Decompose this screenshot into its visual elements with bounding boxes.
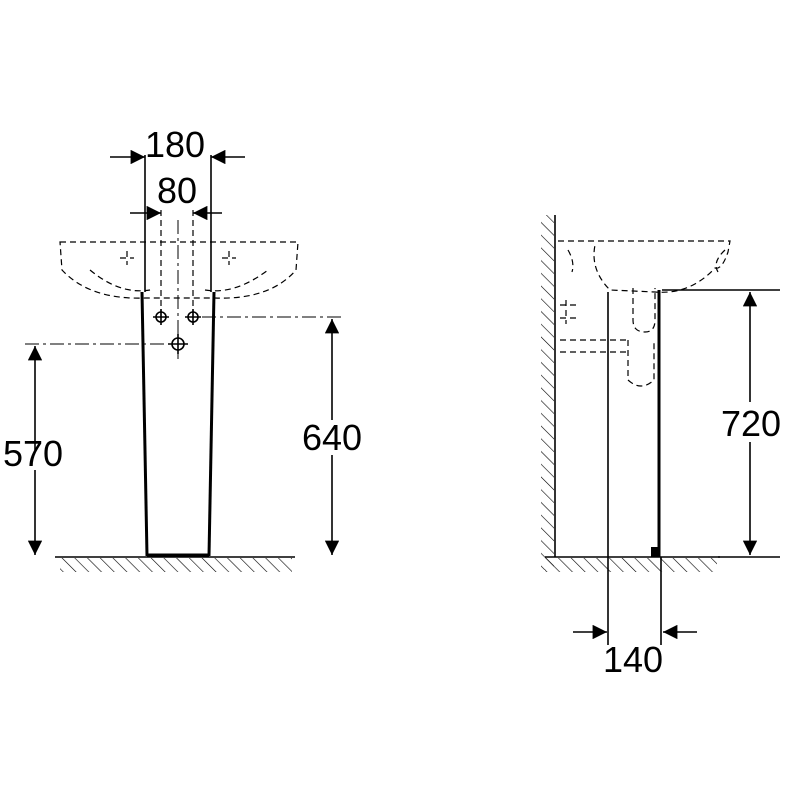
side-pedestal xyxy=(607,290,661,557)
side-view: 720 140 xyxy=(541,215,781,680)
dim-label-640: 640 xyxy=(302,417,362,458)
side-wall xyxy=(541,215,556,570)
dim-label-80: 80 xyxy=(157,170,197,211)
front-extension-lines xyxy=(144,155,212,360)
front-pedestal xyxy=(140,291,216,557)
dim-80: 80 xyxy=(130,170,222,221)
dim-570: 570 xyxy=(3,343,170,555)
dim-140: 140 xyxy=(573,557,697,680)
side-trap-and-pipes xyxy=(560,288,656,387)
dim-720: 720 xyxy=(662,289,781,558)
side-floor xyxy=(545,556,720,572)
dim-640: 640 xyxy=(202,316,362,555)
front-floor xyxy=(55,556,295,572)
dim-180: 180 xyxy=(110,124,245,165)
dim-label-140: 140 xyxy=(603,639,663,680)
front-supply-points xyxy=(153,309,201,354)
front-view: 180 80 570 640 xyxy=(3,124,362,572)
dim-label-720: 720 xyxy=(721,403,781,444)
side-basin-outline xyxy=(558,240,731,293)
front-basin-outline xyxy=(59,241,299,299)
dim-label-180: 180 xyxy=(145,124,205,165)
dim-label-570: 570 xyxy=(3,433,63,474)
